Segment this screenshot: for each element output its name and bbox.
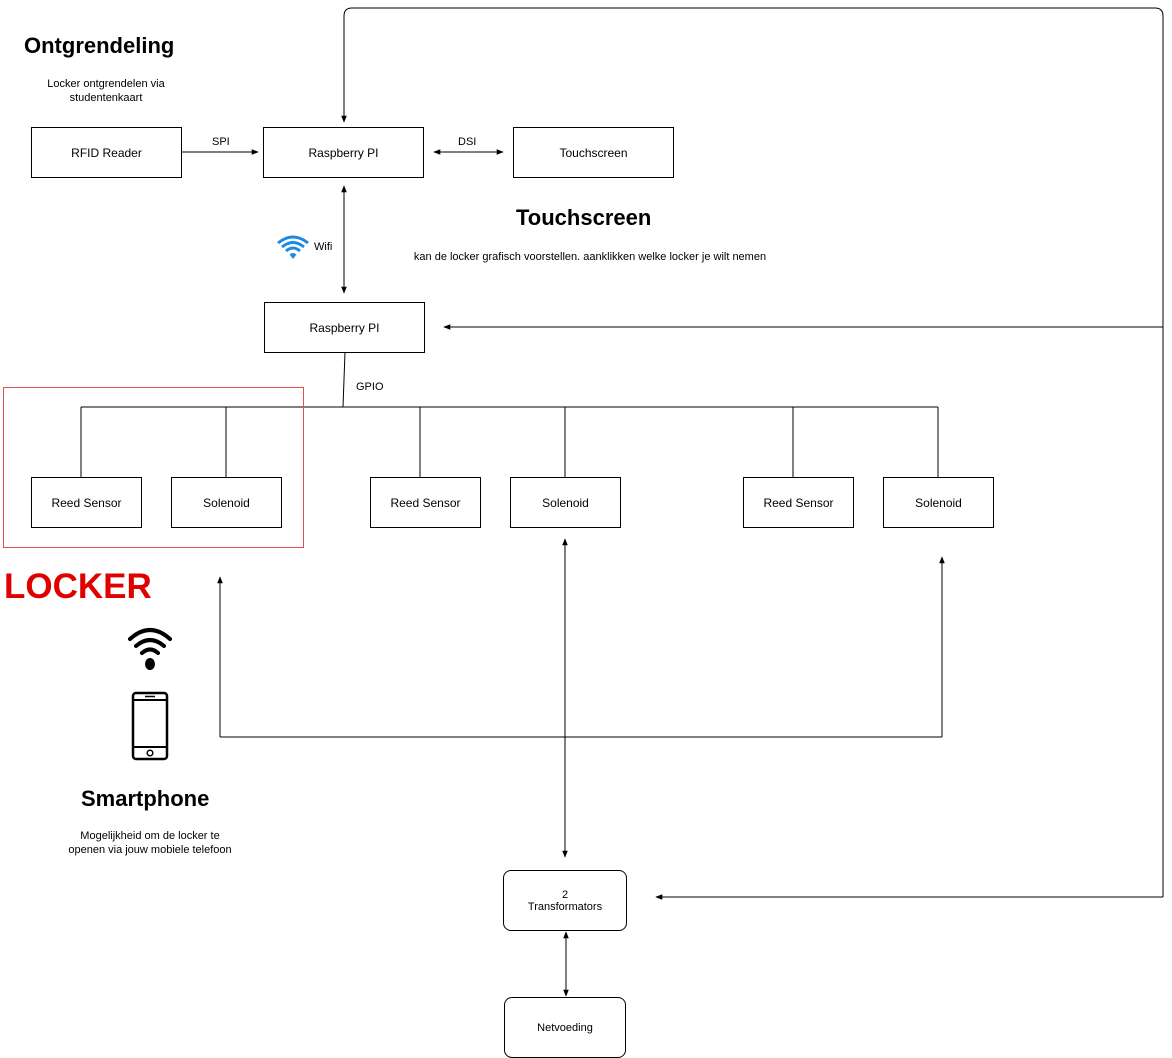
solenoid-3-node[interactable]: Solenoid: [883, 477, 994, 528]
touchscreen-heading: Touchscreen: [516, 205, 652, 230]
locker-group-outline: [3, 387, 304, 548]
wifi-icon: [128, 628, 172, 670]
gpio-connector: [342, 351, 346, 408]
smartphone-heading: Smartphone: [81, 786, 210, 811]
rfid-reader-node[interactable]: RFID Reader: [31, 127, 182, 178]
transformators-count: 2: [561, 888, 569, 901]
ontgrendeling-heading: Ontgrendeling: [24, 33, 175, 58]
ontgrendeling-description: Locker ontgrendelen via studentenkaart: [20, 77, 192, 105]
spi-label: SPI: [212, 136, 230, 148]
smartphone-description-line1: Mogelijkheid om de locker te: [80, 830, 220, 842]
touchscreen-node[interactable]: Touchscreen: [513, 127, 674, 178]
solenoid-2-node[interactable]: Solenoid: [510, 477, 621, 528]
outer-loop-connector: [341, 7, 1164, 897]
smartphone-description: Mogelijkheid om de locker te openen via …: [50, 829, 250, 857]
wifi-label: Wifi: [314, 241, 333, 253]
reed-sensor-3-node[interactable]: Reed Sensor: [743, 477, 854, 528]
smartphone-icon: [131, 691, 169, 761]
ontgrendeling-description-line2: studentenkaart: [69, 92, 143, 104]
reed-sensor-1-node[interactable]: Reed Sensor: [31, 477, 142, 528]
solenoid-1-node[interactable]: Solenoid: [171, 477, 282, 528]
reed-sensor-2-node[interactable]: Reed Sensor: [370, 477, 481, 528]
transformators-label: Transformators: [527, 900, 603, 913]
raspberry-pi-mid-node[interactable]: Raspberry PI: [264, 302, 425, 353]
dsi-label: DSI: [458, 136, 477, 148]
gpio-label: GPIO: [356, 381, 384, 393]
locker-title: LOCKER: [4, 567, 152, 606]
wifi-icon: [277, 235, 309, 259]
transformators-node[interactable]: 2 Transformators: [503, 870, 627, 931]
netvoeding-node[interactable]: Netvoeding: [504, 997, 626, 1058]
touchscreen-description: kan de locker grafisch voorstellen. aank…: [413, 251, 767, 263]
raspberry-pi-top-node[interactable]: Raspberry PI: [263, 127, 424, 178]
ontgrendeling-description-line1: Locker ontgrendelen via: [47, 78, 165, 90]
smartphone-description-line2: openen via jouw mobiele telefoon: [68, 844, 232, 856]
